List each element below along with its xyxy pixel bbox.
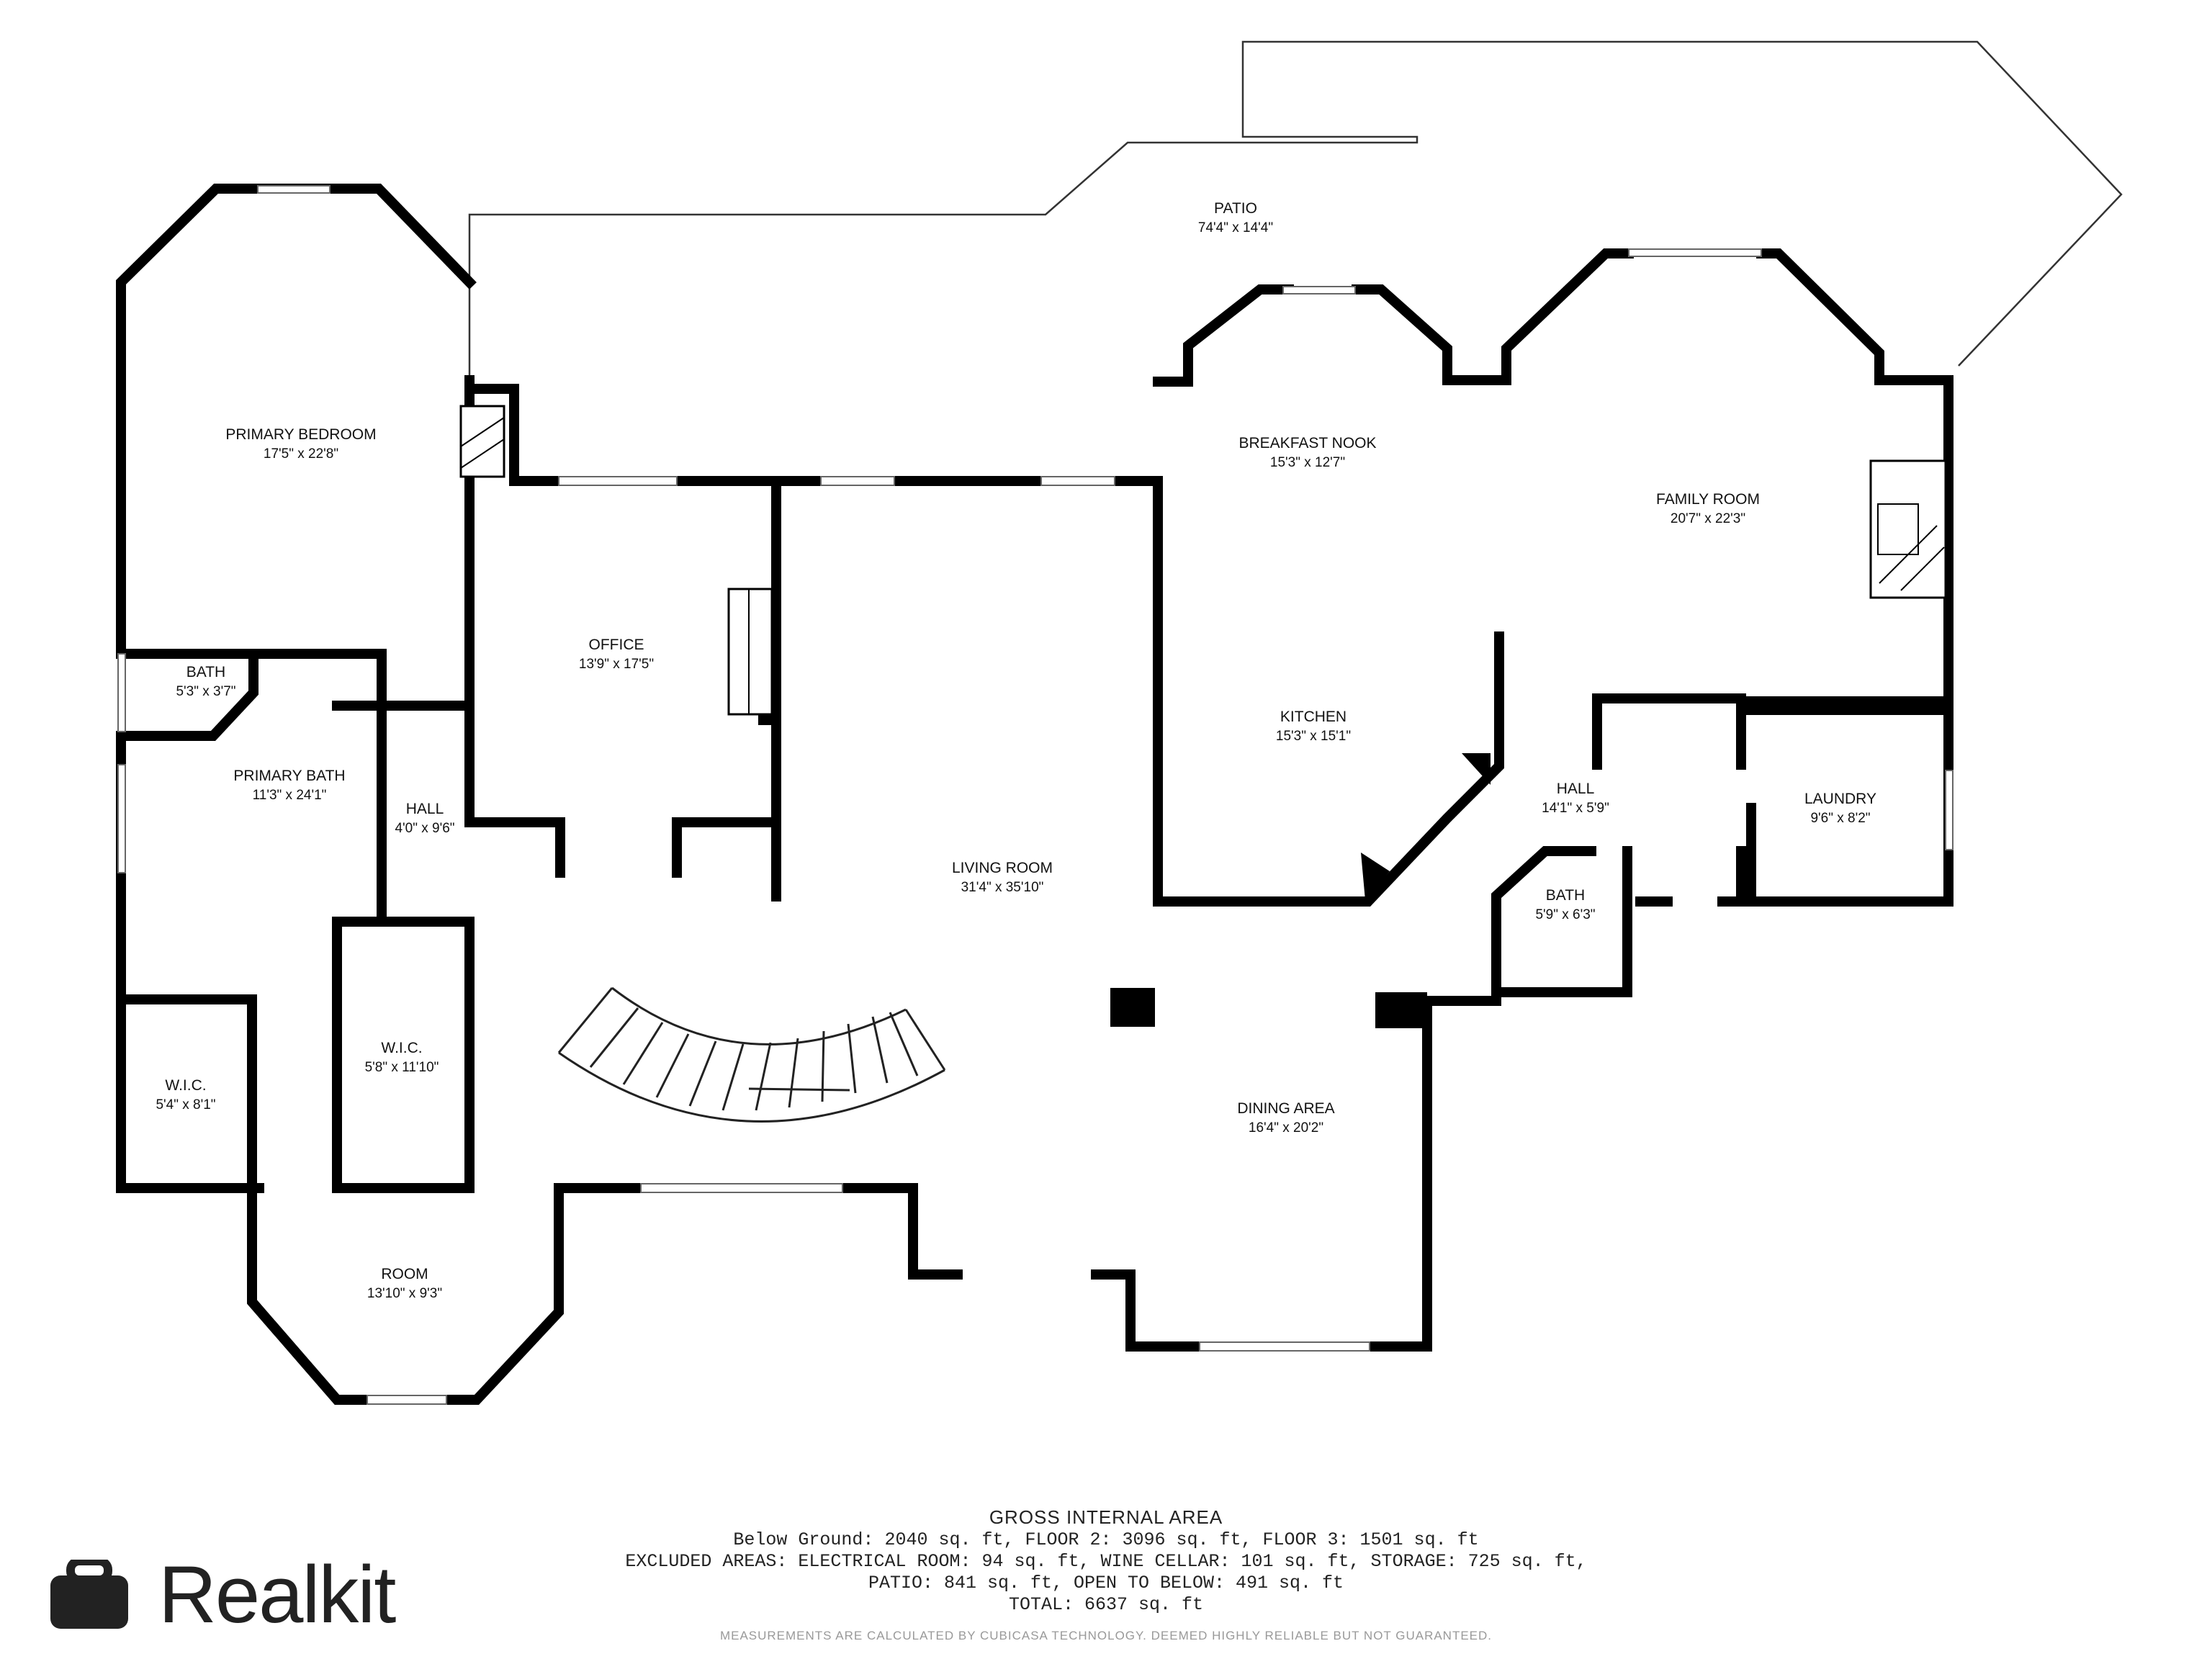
room-name: DINING AREA <box>1237 1100 1334 1117</box>
room-name: PRIMARY BATH <box>233 768 345 784</box>
room-label-room: ROOM 13'10" x 9'3" <box>367 1266 442 1301</box>
room-dims: 5'9" x 6'3" <box>1535 907 1595 922</box>
column-block <box>1110 988 1155 1027</box>
disclaimer: MEASUREMENTS ARE CALCULATED BY CUBICASA … <box>719 1629 1493 1642</box>
room-name: W.I.C. <box>381 1040 422 1056</box>
room-name: LIVING ROOM <box>952 860 1053 876</box>
area-title: GROSS INTERNAL AREA <box>989 1506 1223 1528</box>
fireplace-icon <box>459 405 505 478</box>
counter-block <box>1462 753 1491 785</box>
room-dims: 15'3" x 12'7" <box>1270 455 1345 470</box>
room-label-laundry: LAUNDRY 9'6" x 8'2" <box>1804 791 1876 826</box>
patio-outline <box>468 40 2123 380</box>
brand-logo: Realkit <box>49 1548 396 1641</box>
area-line: EXCLUDED AREAS: ELECTRICAL ROOM: 94 sq. … <box>625 1551 1587 1572</box>
room-label-wic-large: W.I.C. 5'8" x 11'10" <box>365 1040 439 1075</box>
area-details: Below Ground: 2040 sq. ft, FLOOR 2: 3096… <box>0 1529 2212 1616</box>
room-label-bath-primary: BATH 5'3" x 3'7" <box>176 664 235 699</box>
room-label-family-room: FAMILY ROOM 20'7" x 22'3" <box>1656 491 1760 526</box>
room-label-wic-small: W.I.C. 5'4" x 8'1" <box>156 1077 215 1112</box>
room-dims: 16'4" x 20'2" <box>1249 1120 1323 1136</box>
brand-name: Realkit <box>158 1550 396 1640</box>
counter-block <box>1361 853 1390 900</box>
room-name: BATH <box>1546 887 1585 904</box>
room-dims: 17'5" x 22'8" <box>264 446 338 462</box>
area-line: TOTAL: 6637 sq. ft <box>1008 1594 1204 1615</box>
room-dims: 13'10" x 9'3" <box>367 1286 442 1301</box>
room-dims: 14'1" x 5'9" <box>1542 801 1609 816</box>
room-name: HALL <box>1557 781 1595 797</box>
room-dims: 4'0" x 9'6" <box>395 821 454 836</box>
room-name: FAMILY ROOM <box>1656 491 1760 508</box>
room-name: BATH <box>186 664 225 680</box>
room-label-living-room: LIVING ROOM 31'4" x 35'10" <box>952 860 1053 895</box>
room-name: KITCHEN <box>1280 709 1346 725</box>
room-label-kitchen: KITCHEN 15'3" x 15'1" <box>1276 709 1351 744</box>
area-line: PATIO: 841 sq. ft, OPEN TO BELOW: 491 sq… <box>868 1573 1344 1593</box>
room-dims: 20'7" x 22'3" <box>1671 511 1745 526</box>
room-dims: 31'4" x 35'10" <box>961 880 1044 895</box>
room-label-office: OFFICE 13'9" x 17'5" <box>579 637 654 672</box>
room-dims: 9'6" x 8'2" <box>1810 811 1870 826</box>
room-name: W.I.C. <box>165 1077 206 1094</box>
room-name: BREAKFAST NOOK <box>1239 435 1377 451</box>
room-dims: 5'3" x 3'7" <box>176 684 235 699</box>
walls <box>116 184 1954 1405</box>
room-label-breakfast-nook: BREAKFAST NOOK 15'3" x 12'7" <box>1239 435 1377 470</box>
windows <box>117 185 1954 1405</box>
fireplace-icon <box>727 588 773 716</box>
briefcase-icon <box>49 1556 130 1630</box>
room-dims: 11'3" x 24'1" <box>253 788 327 803</box>
room-label-patio: PATIO 74'4" x 14'4" <box>1198 200 1273 235</box>
room-dims: 5'8" x 11'10" <box>365 1060 439 1075</box>
fireplace-icon <box>1869 459 1947 599</box>
room-name: PRIMARY BEDROOM <box>225 426 376 443</box>
room-dims: 5'4" x 8'1" <box>156 1097 215 1112</box>
column-block <box>1375 992 1427 1028</box>
room-name: PATIO <box>1214 200 1257 217</box>
room-label-dining-area: DINING AREA 16'4" x 20'2" <box>1237 1100 1334 1136</box>
room-label-primary-bedroom: PRIMARY BEDROOM 17'5" x 22'8" <box>225 426 376 462</box>
room-name: ROOM <box>381 1266 428 1282</box>
room-labels: PATIO 74'4" x 14'4" PRIMARY BEDROOM 17'5" … <box>156 200 1876 1301</box>
room-dims: 13'9" x 17'5" <box>579 657 654 672</box>
area-line: Below Ground: 2040 sq. ft, FLOOR 2: 3096… <box>733 1529 1479 1550</box>
room-label-hall-west: HALL 4'0" x 9'6" <box>395 801 454 836</box>
room-name: HALL <box>406 801 444 817</box>
room-name: OFFICE <box>589 637 644 653</box>
room-dims: 15'3" x 15'1" <box>1276 729 1351 744</box>
staircase <box>557 986 946 1123</box>
room-label-hall-east: HALL 14'1" x 5'9" <box>1542 781 1609 816</box>
room-label-primary-bath: PRIMARY BATH 11'3" x 24'1" <box>233 768 345 803</box>
room-dims: 74'4" x 14'4" <box>1198 220 1273 235</box>
room-name: LAUNDRY <box>1804 791 1876 807</box>
room-label-bath-east: BATH 5'9" x 6'3" <box>1535 887 1595 922</box>
